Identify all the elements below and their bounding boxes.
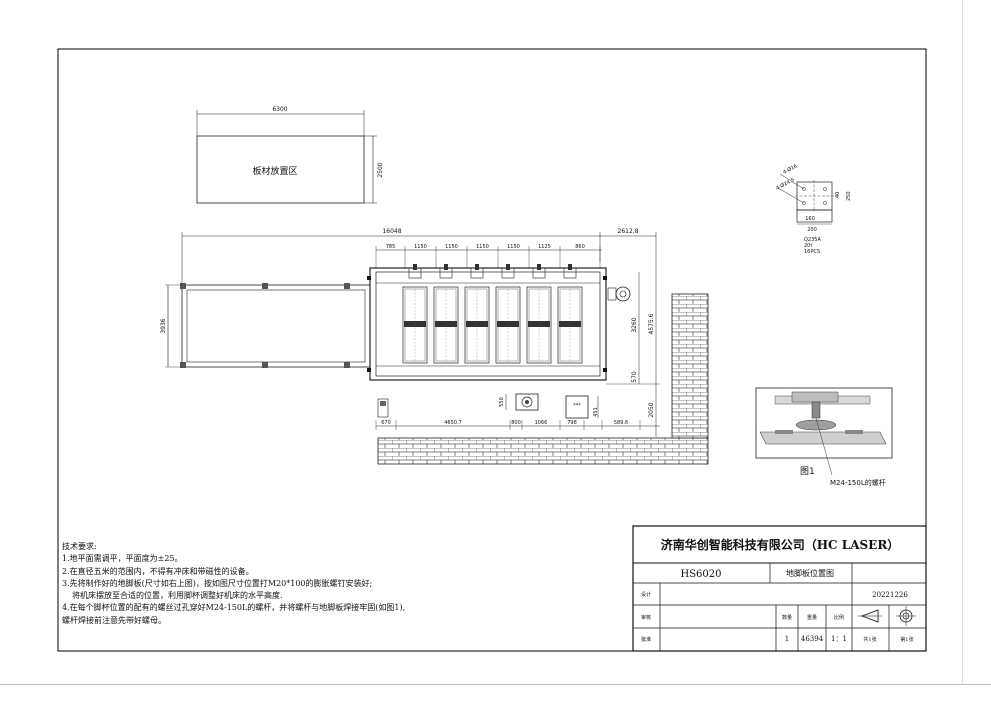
- bed-support-bay: [433, 286, 459, 364]
- plate-dim-outer: 200: [807, 227, 817, 233]
- note-line: 4.在每个脚杯位置的配有的螺丝过孔穿好M24-150L的螺杆，并将螺杆与地脚板焊…: [62, 603, 406, 613]
- row-approve: 批准: [641, 636, 651, 643]
- hole-callout-1: 4-Ø16: [782, 162, 799, 175]
- bay-dim-label: 1150: [445, 244, 458, 250]
- note-line: 将机床摆放至合适的位置，利用脚杯调整好机床的水平高度.: [72, 591, 283, 601]
- bottom-dim-label: 4650.7: [444, 420, 462, 426]
- bay-dim-label: 860: [575, 244, 585, 250]
- drawing-date: 20221226: [872, 591, 908, 599]
- bottom-dim-label: 451: [593, 407, 599, 417]
- target-projection-icon: [896, 606, 916, 626]
- bottom-offset-dim: 2050: [648, 402, 655, 417]
- bottom-dim-label: 798: [567, 420, 577, 426]
- sheet-number: 第1张: [900, 636, 913, 643]
- right-clearance-dim: 2612.8: [618, 228, 639, 235]
- drawing-frame: [57, 48, 927, 652]
- bottom-dim-label: 670: [381, 420, 391, 426]
- plate-material: Q235A: [804, 237, 821, 243]
- note-line: 螺杆焊接前注意先带好螺母。: [62, 615, 166, 625]
- bolt-label: M24-150L的螺杆: [830, 478, 886, 487]
- bottom-dim-label: 1066: [535, 420, 548, 426]
- page-edge: [962, 0, 963, 684]
- foot-plate-detail: 4-Ø16 4-Ø24.5 40 250 160 200 Q235A 20t 1…: [775, 162, 852, 255]
- storage-area-label: 板材放置区: [252, 165, 297, 177]
- bay-dim-label: 1150: [476, 244, 489, 250]
- brick-wall-bottom: [377, 437, 709, 465]
- plate-thickness: 20t: [804, 243, 812, 249]
- company-name: 济南华创智能科技有限公司（HC LASER）: [661, 537, 900, 552]
- lower-gap-dim: 570: [631, 371, 638, 383]
- plate-dim-height-2: 250: [846, 191, 852, 201]
- row-check: 审核: [641, 614, 651, 621]
- bottom-dim-label: 800: [511, 420, 521, 426]
- page-bottom-rule: [0, 684, 991, 685]
- plate-dim-height-1: 40: [835, 192, 841, 198]
- storage-height-dim: 2500: [377, 162, 384, 177]
- figure-1-caption: 图1: [800, 466, 815, 477]
- figure-1: 图1 M24-150L的螺杆: [755, 387, 893, 487]
- bed-support-bay: [464, 286, 490, 364]
- col-weight: 重量: [807, 614, 817, 621]
- bed-height-dim: 3260: [631, 317, 638, 332]
- title-block: 济南华创智能科技有限公司（HC LASER） HS6020 地脚板位置图 202…: [632, 525, 927, 652]
- total-height-dim: 4575.6: [648, 313, 655, 334]
- drawing-name: 地脚板位置图: [786, 568, 834, 578]
- plate-dim-inner: 160: [805, 216, 815, 222]
- bed-support-bay: [557, 286, 583, 364]
- plate-quantity: 16PCS: [804, 249, 820, 255]
- brick-wall-right: [671, 293, 709, 439]
- hole-callout-2: 4-Ø24.5: [775, 176, 796, 192]
- chiller-unit: [515, 393, 539, 411]
- overall-length-dim: 16048: [382, 228, 401, 235]
- col-scale: 比例: [834, 614, 844, 621]
- note-line: 1.地平面需调平，平面度为±25。: [62, 554, 183, 564]
- chiller-dim: 550: [499, 397, 505, 407]
- electric-cabinet: [565, 395, 589, 419]
- bed-support-bay: [526, 286, 552, 364]
- note-line: 2.在直径五米的范围内，不得有冲床和带磁性的设备。: [62, 566, 254, 576]
- weight-value: 46394: [801, 635, 824, 643]
- motor-unit: [615, 286, 631, 302]
- cabinet-label: ***: [573, 403, 581, 409]
- storage-area: 板材放置区 6300 2500: [196, 106, 384, 204]
- bed-support-bay: [402, 286, 428, 364]
- sheets-total: 共1张: [863, 636, 876, 643]
- col-qty: 数量: [782, 614, 792, 621]
- scale-value: 1：1: [831, 635, 847, 643]
- bottom-dim-label: 589.6: [614, 420, 628, 426]
- row-design: 设计: [641, 591, 651, 598]
- technical-notes: 技术要求: 1.地平面需调平，平面度为±25。 2.在直径五米的范围内，不得有冲…: [62, 541, 532, 627]
- first-angle-projection-icon: [858, 609, 882, 623]
- bed-support-bay: [495, 286, 521, 364]
- left-height-dim: 3936: [160, 318, 167, 333]
- storage-width-dim: 6300: [272, 106, 287, 113]
- notes-heading: 技术要求:: [62, 542, 97, 551]
- model-number: HS6020: [680, 569, 721, 580]
- bay-dim-label: 1125: [538, 244, 551, 250]
- qty-value: 1: [785, 635, 789, 643]
- note-line: 3.先将制作好的地脚板(尺寸如右上图)，按如图尺寸位置打M20*100的膨胀螺钉…: [62, 578, 373, 588]
- bay-dim-label: 785: [386, 244, 396, 250]
- bay-dim-label: 1150: [507, 244, 520, 250]
- operator-console: [377, 398, 389, 418]
- bay-dim-label: 1150: [414, 244, 427, 250]
